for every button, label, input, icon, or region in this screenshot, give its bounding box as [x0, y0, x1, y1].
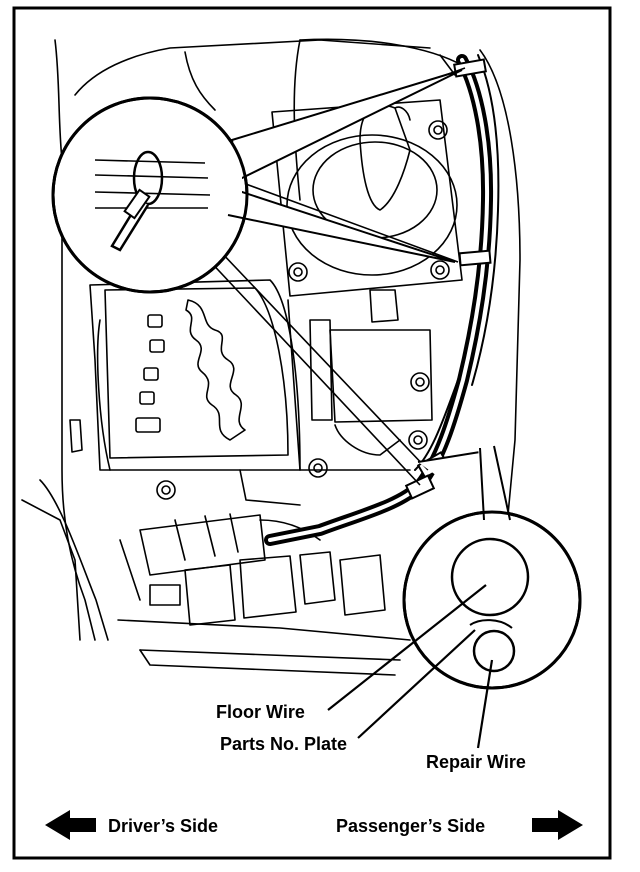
console-mechanism-art: [21, 38, 521, 676]
floor-wire-label: Floor Wire: [216, 702, 305, 722]
passengers-side-label: Passenger’s Side: [336, 816, 485, 836]
direction-legend: Driver’s Side Passenger’s Side: [45, 810, 583, 840]
callout-leaders: [327, 584, 494, 749]
floor-wire-harness: [264, 54, 500, 546]
arrow-left-icon: [45, 810, 96, 840]
parts-plate-label: Parts No. Plate: [220, 734, 347, 754]
repair-wire-label: Repair Wire: [426, 752, 526, 772]
cable-tie-magnifier: [51, 67, 466, 486]
drivers-side-label: Driver’s Side: [108, 816, 218, 836]
parts-plate-magnifier: [402, 445, 582, 690]
repair-wire-circle: [472, 629, 516, 673]
arrow-right-icon: [532, 810, 583, 840]
